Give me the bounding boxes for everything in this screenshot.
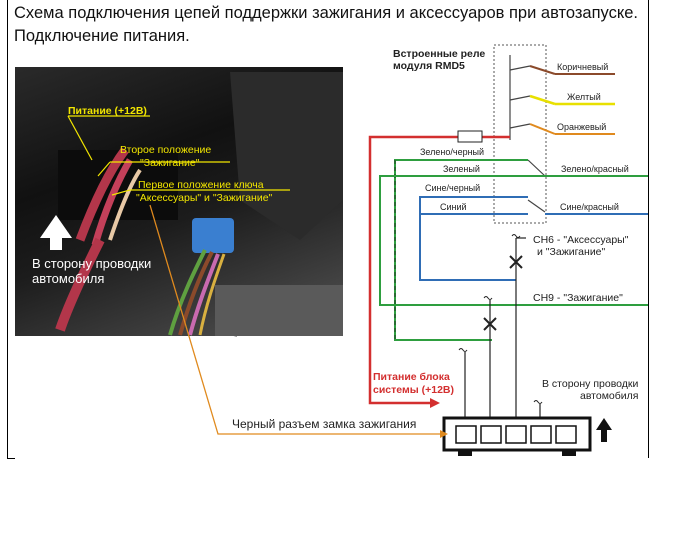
- label-green-red: Зелено/красный: [561, 164, 629, 174]
- photo-label-first-2: "Аксессуары" и "Зажигание": [136, 192, 273, 204]
- label-green-black: Зелено/черный: [420, 147, 484, 157]
- label-yellow: Желтый: [567, 92, 601, 102]
- arrow-up-icon: [596, 418, 612, 442]
- wire-blue-black: [419, 196, 528, 281]
- photo-label-to-car-1: В сторону проводки: [32, 256, 151, 271]
- wire-green-black: [394, 159, 528, 341]
- frame-right-border: [648, 0, 649, 458]
- label-ch6-1: CH6 - "Аксессуары": [533, 234, 629, 246]
- label-green: Зеленый: [443, 164, 480, 174]
- wire-yellow: [529, 94, 556, 106]
- connector-leader-line: [149, 204, 440, 435]
- relay-contacts: [509, 55, 546, 213]
- label-to-car-1: В сторону проводки: [542, 378, 639, 390]
- wire-red-power: [368, 135, 510, 405]
- relay-module-box: [493, 44, 547, 224]
- label-power-2: системы (+12В): [373, 384, 454, 396]
- arrow-right-icon: [430, 398, 440, 408]
- photo-label-first-1: Первое положение ключа: [138, 179, 264, 191]
- label-orange: Оранжевый: [557, 122, 606, 132]
- photo-label-second-2: "Зажигание": [140, 157, 200, 169]
- label-power-1: Питание блока: [373, 371, 450, 383]
- label-ch9: CH9 - "Зажигание": [533, 292, 623, 304]
- label-to-car-2: автомобиля: [580, 390, 638, 402]
- ignition-connector: [442, 416, 592, 456]
- photo-label-to-car-2: автомобиля: [32, 271, 104, 286]
- label-blue-red: Сине/красный: [560, 202, 619, 212]
- relay-title-1: Встроенные реле: [393, 48, 485, 60]
- photo-label-second-1: Второе положение: [120, 144, 211, 156]
- cut-mark-icon: [483, 317, 497, 331]
- wire-brown: [529, 65, 556, 75]
- wire-orange: [529, 123, 556, 135]
- label-blue-black: Сине/черный: [425, 183, 480, 193]
- photo-artwork: [40, 72, 343, 338]
- photo-label-power: Питание (+12В): [68, 105, 147, 117]
- frame-bottom-tick: [7, 458, 15, 459]
- label-brown: Коричневый: [557, 62, 608, 72]
- relay-title-2: модуля RMD5: [393, 60, 465, 72]
- label-ch6-2: и "Зажигание": [537, 246, 606, 258]
- fuse-icon: [457, 130, 483, 143]
- cut-mark-icon: [509, 255, 523, 269]
- arrow-down-icon: [40, 215, 72, 250]
- label-blue: Синий: [440, 202, 467, 212]
- label-connector: Черный разъем замка зажигания: [232, 417, 416, 431]
- wire-green: [379, 175, 648, 306]
- figure-caption: Схема подключения цепей поддержки зажига…: [14, 4, 639, 45]
- frame-left-border: [7, 0, 8, 458]
